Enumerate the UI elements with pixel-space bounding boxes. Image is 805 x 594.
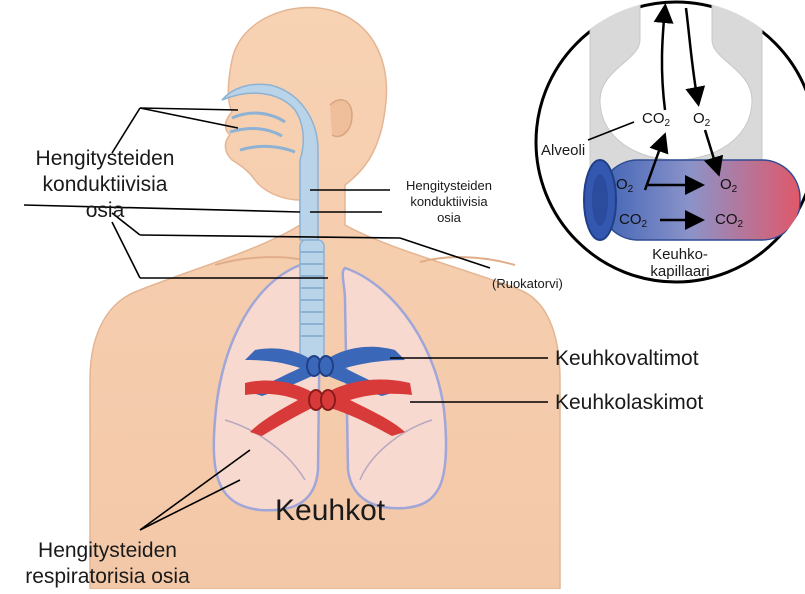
co2-text-1: CO bbox=[642, 110, 665, 127]
alveolus-co2: CO2 bbox=[642, 110, 670, 133]
conducting-left-line-1: Hengitysteiden bbox=[10, 146, 200, 172]
alveolus-o2: O2 bbox=[693, 110, 710, 133]
alveolus-inset bbox=[536, 0, 805, 282]
co2-sub-2: 2 bbox=[642, 219, 648, 230]
conducting-right-line-1: Hengitysteiden bbox=[380, 178, 518, 194]
capillary-co2-in: CO2 bbox=[619, 211, 647, 234]
conducting-right-label: Hengitysteiden konduktiivisia osia bbox=[380, 178, 518, 226]
o2-text-3: O bbox=[720, 176, 732, 193]
esophagus-label: (Ruokatorvi) bbox=[492, 276, 563, 292]
capillary-label: Keuhko- kapillaari bbox=[640, 246, 720, 280]
o2-text-2: O bbox=[616, 176, 628, 193]
respiratory-parts-label: Hengitysteiden respiratorisia osia bbox=[0, 538, 215, 590]
alveolus-label: Alveoli bbox=[541, 142, 585, 159]
o2-sub-2: 2 bbox=[628, 184, 634, 195]
respiratory-line-2: respiratorisia osia bbox=[0, 564, 215, 590]
capillary-line-1: Keuhko- bbox=[640, 246, 720, 263]
co2-sub-1: 2 bbox=[665, 118, 671, 129]
capillary-o2-in: O2 bbox=[616, 176, 633, 199]
pulmonary-arteries-label: Keuhkovaltimot bbox=[555, 346, 699, 372]
capillary-co2-out: CO2 bbox=[715, 211, 743, 234]
co2-sub-3: 2 bbox=[738, 219, 744, 230]
o2-sub-3: 2 bbox=[732, 184, 738, 195]
capillary-o2-out: O2 bbox=[720, 176, 737, 199]
o2-text-1: O bbox=[693, 110, 705, 127]
pulmonary-veins-label: Keuhkolaskimot bbox=[555, 390, 703, 416]
capillary-line-2: kapillaari bbox=[640, 263, 720, 280]
lungs-label: Keuhkot bbox=[275, 494, 385, 528]
respiratory-line-1: Hengitysteiden bbox=[0, 538, 215, 564]
co2-text-2: CO bbox=[619, 211, 642, 228]
conducting-right-line-3: osia bbox=[380, 210, 518, 226]
conducting-left-line-2: konduktiivisia bbox=[10, 172, 200, 198]
conducting-right-line-2: konduktiivisia bbox=[380, 194, 518, 210]
conducting-left-line-3: osia bbox=[10, 198, 200, 224]
o2-sub-1: 2 bbox=[705, 118, 711, 129]
co2-text-3: CO bbox=[715, 211, 738, 228]
conducting-left-label: Hengitysteiden konduktiivisia osia bbox=[10, 146, 200, 224]
